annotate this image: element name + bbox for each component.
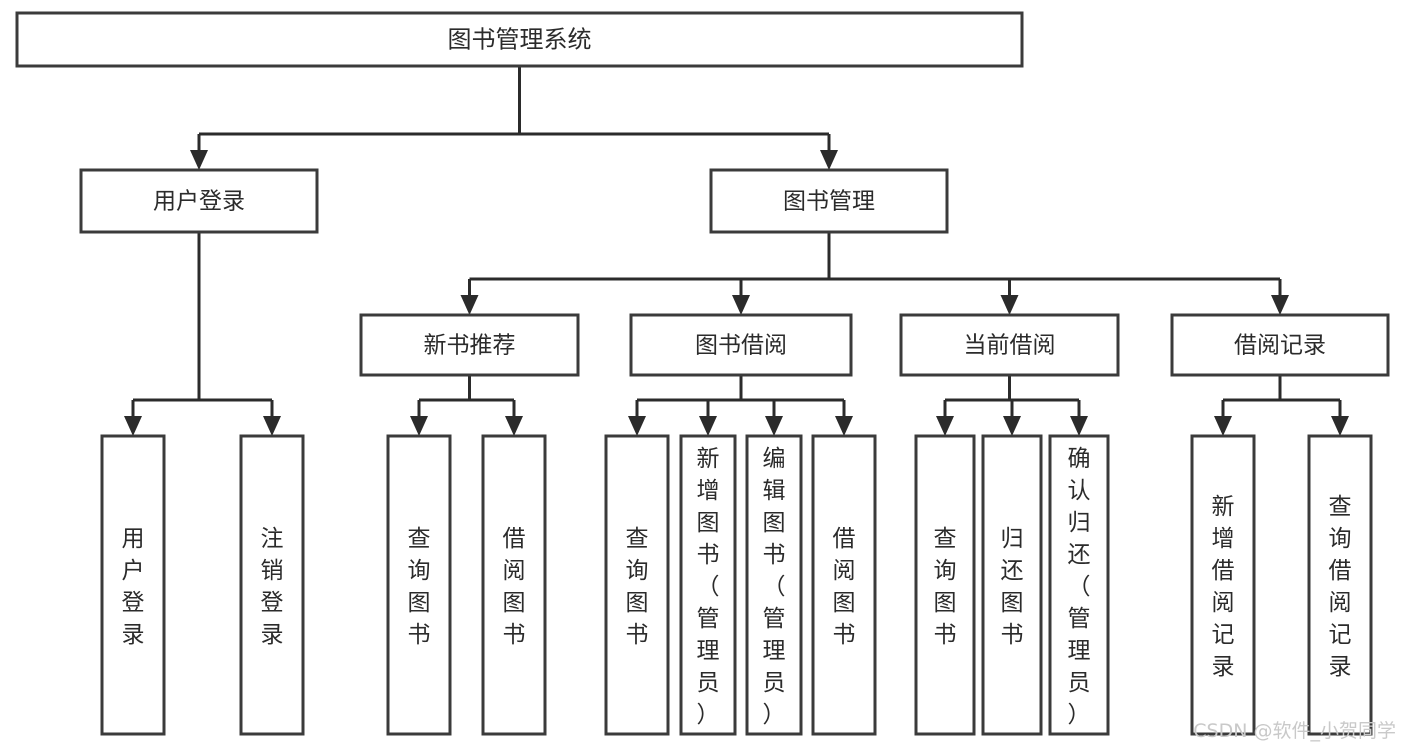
node-leaf-borrow-book-2[interactable]: 借阅图书 (811, 434, 877, 736)
arrow-head-icon (505, 416, 523, 436)
arrow-head-icon (460, 295, 479, 315)
node-box-new-book-recommend (359, 313, 580, 377)
node-book-management[interactable]: 图书管理 (709, 168, 949, 234)
connector-group-user-login (124, 232, 281, 436)
arrow-head-icon (1214, 416, 1232, 436)
arrow-head-icon (835, 416, 853, 436)
arrow-head-icon (820, 150, 838, 170)
node-box-leaf-user-logout (239, 434, 305, 736)
arrow-head-icon (936, 416, 954, 436)
arrow-head-icon (124, 416, 142, 436)
node-label-leaf-add-book-admin: 新增图书（管理员） (697, 446, 720, 728)
node-label-leaf-query-borrow-record: 查询借阅记录 (1329, 494, 1352, 680)
node-label-leaf-query-book-1: 查询图书 (408, 526, 431, 648)
node-leaf-return-book[interactable]: 归还图书 (981, 434, 1043, 736)
node-label-current-borrow: 当前借阅 (964, 333, 1056, 359)
node-label-book-management: 图书管理 (783, 189, 875, 215)
node-label-book-borrow: 图书借阅 (695, 333, 787, 359)
node-box-leaf-query-book-2 (604, 434, 670, 736)
connector-layer (124, 66, 1349, 436)
node-box-leaf-add-book-admin (679, 434, 737, 736)
node-label-leaf-edit-book-admin: 编辑图书（管理员） (763, 446, 786, 728)
arrow-head-icon (1271, 295, 1289, 315)
node-box-leaf-query-borrow-record (1307, 434, 1373, 736)
arrow-head-icon (263, 416, 281, 436)
node-leaf-query-book-1[interactable]: 查询图书 (386, 434, 452, 736)
node-box-leaf-borrow-book-2 (811, 434, 877, 736)
node-leaf-user-logout[interactable]: 注销登录 (239, 434, 305, 736)
node-box-current-borrow (899, 313, 1120, 377)
arrow-head-icon (410, 416, 428, 436)
node-box-leaf-confirm-return-admin (1048, 434, 1110, 736)
node-leaf-add-borrow-record[interactable]: 新增借阅记录 (1190, 434, 1256, 736)
node-box-leaf-user-login (100, 434, 166, 736)
node-leaf-query-book-2[interactable]: 查询图书 (604, 434, 670, 736)
arrow-head-icon (732, 295, 750, 315)
node-label-borrow-record: 借阅记录 (1234, 333, 1326, 359)
arrow-head-icon (1070, 416, 1088, 436)
arrow-head-icon (190, 150, 208, 170)
node-label-leaf-add-borrow-record: 新增借阅记录 (1212, 494, 1235, 680)
node-box-root (15, 11, 1024, 68)
node-box-leaf-edit-book-admin (745, 434, 803, 736)
csdn-watermark: CSDN @软件_小贺同学 (1193, 720, 1396, 742)
node-current-borrow[interactable]: 当前借阅 (899, 313, 1120, 377)
node-box-leaf-borrow-book-1 (481, 434, 547, 736)
node-borrow-record[interactable]: 借阅记录 (1170, 313, 1390, 377)
node-leaf-query-borrow-record[interactable]: 查询借阅记录 (1307, 434, 1373, 736)
node-label-new-book-recommend: 新书推荐 (424, 333, 516, 359)
arrow-head-icon (1331, 416, 1349, 436)
connector-group-book-management (460, 232, 1289, 315)
node-box-leaf-return-book (981, 434, 1043, 736)
node-layer: 图书管理系统用户登录图书管理新书推荐图书借阅当前借阅借阅记录用户登录注销登录查询… (15, 11, 1390, 736)
node-new-book-recommend[interactable]: 新书推荐 (359, 313, 580, 377)
node-user-login[interactable]: 用户登录 (79, 168, 319, 234)
arrow-head-icon (1000, 295, 1019, 315)
node-label-leaf-borrow-book-2: 借阅图书 (833, 526, 856, 648)
node-label-leaf-borrow-book-1: 借阅图书 (503, 526, 526, 648)
node-box-user-login (79, 168, 319, 234)
connector-group-root (190, 66, 838, 170)
node-box-leaf-query-book-3 (914, 434, 976, 736)
node-leaf-query-book-3[interactable]: 查询图书 (914, 434, 976, 736)
node-label-root: 图书管理系统 (448, 26, 592, 54)
node-label-leaf-return-book: 归还图书 (1001, 526, 1024, 648)
arrow-head-icon (699, 416, 717, 436)
node-label-user-login: 用户登录 (153, 189, 245, 215)
node-label-leaf-confirm-return-admin: 确认归还（管理员） (1068, 446, 1091, 728)
connector-group-new-book-recommend (410, 375, 523, 436)
node-leaf-add-book-admin[interactable]: 新增图书（管理员） (679, 434, 737, 736)
node-leaf-user-login[interactable]: 用户登录 (100, 434, 166, 736)
node-box-book-borrow (629, 313, 853, 377)
connector-group-book-borrow (628, 375, 853, 436)
node-label-leaf-user-logout: 注销登录 (261, 526, 284, 648)
node-box-leaf-query-book-1 (386, 434, 452, 736)
node-leaf-edit-book-admin[interactable]: 编辑图书（管理员） (745, 434, 803, 736)
node-book-borrow[interactable]: 图书借阅 (629, 313, 853, 377)
connector-group-borrow-record (1214, 375, 1349, 436)
connector-group-current-borrow (936, 375, 1088, 436)
arrow-head-icon (628, 416, 646, 436)
node-label-leaf-user-login: 用户登录 (122, 526, 145, 648)
node-label-leaf-query-book-3: 查询图书 (934, 526, 957, 648)
arrow-head-icon (1003, 416, 1021, 436)
node-leaf-confirm-return-admin[interactable]: 确认归还（管理员） (1048, 434, 1110, 736)
node-leaf-borrow-book-1[interactable]: 借阅图书 (481, 434, 547, 736)
node-box-book-management (709, 168, 949, 234)
node-box-borrow-record (1170, 313, 1390, 377)
node-root[interactable]: 图书管理系统 (15, 11, 1024, 68)
arrow-head-icon (765, 416, 783, 436)
node-label-leaf-query-book-2: 查询图书 (626, 526, 649, 648)
node-box-leaf-add-borrow-record (1190, 434, 1256, 736)
